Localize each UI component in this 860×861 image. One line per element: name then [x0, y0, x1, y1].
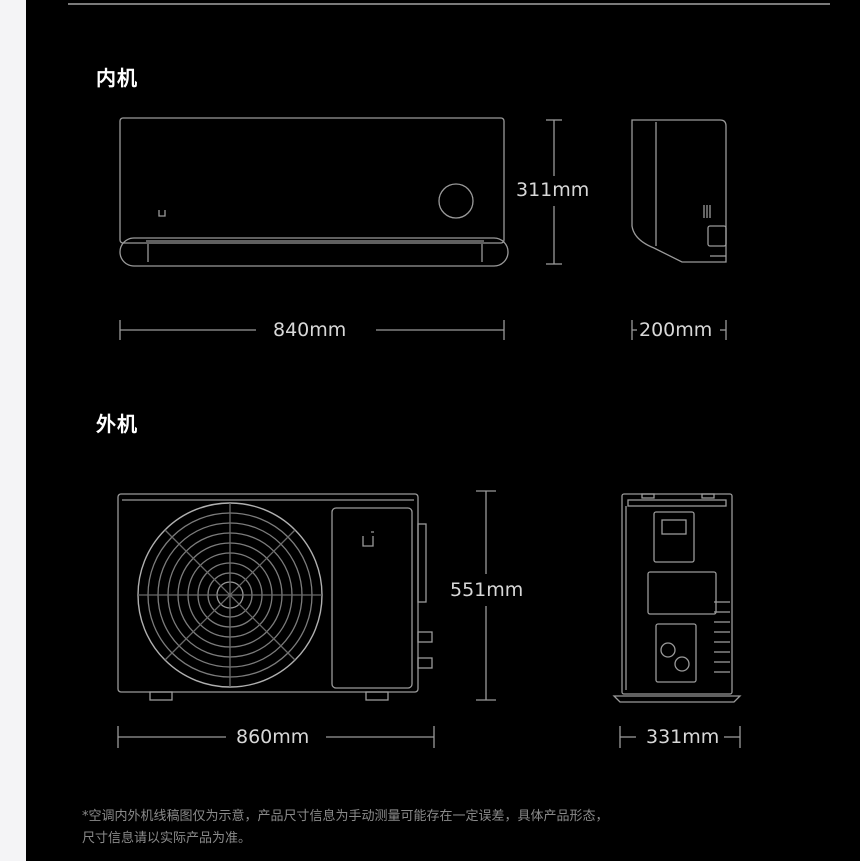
indoor-width-dimension	[119, 320, 505, 340]
indoor-unit-side-drawing	[631, 119, 727, 263]
outdoor-width-dimension	[117, 726, 435, 748]
spec-panel: 内机	[26, 0, 860, 861]
top-divider	[68, 3, 830, 5]
mi-logo-icon	[158, 210, 166, 217]
disclaimer-note: *空调内外机线稿图仅为示意，产品尺寸信息为手动测量可能存在一定误差，具体产品形态…	[82, 806, 842, 850]
outdoor-unit-front-drawing	[117, 493, 433, 701]
outdoor-fan-drawing	[137, 502, 323, 688]
indoor-height-dimension	[546, 119, 562, 265]
disclaimer-line-2: 尺寸信息请以实际产品为准。	[82, 831, 252, 846]
outdoor-title: 外机	[96, 412, 138, 436]
indoor-depth-label: 200mm	[637, 319, 715, 341]
outdoor-depth-dimension	[619, 726, 741, 748]
outdoor-height-dimension	[476, 490, 496, 701]
outdoor-width-label: 860mm	[234, 726, 312, 748]
indoor-title: 内机	[96, 66, 138, 90]
mi-logo-outdoor-icon	[362, 531, 374, 547]
outdoor-depth-label: 331mm	[644, 726, 722, 748]
indoor-height-label: 311mm	[514, 179, 592, 201]
disclaimer-line-1: *空调内外机线稿图仅为示意，产品尺寸信息为手动测量可能存在一定误差，具体产品形态…	[82, 809, 609, 824]
unit-line-drawings	[117, 117, 742, 748]
indoor-width-label: 840mm	[271, 319, 349, 341]
indoor-unit-front-drawing	[119, 117, 509, 267]
outdoor-height-label: 551mm	[448, 579, 526, 601]
outdoor-unit-side-drawing	[612, 493, 742, 703]
